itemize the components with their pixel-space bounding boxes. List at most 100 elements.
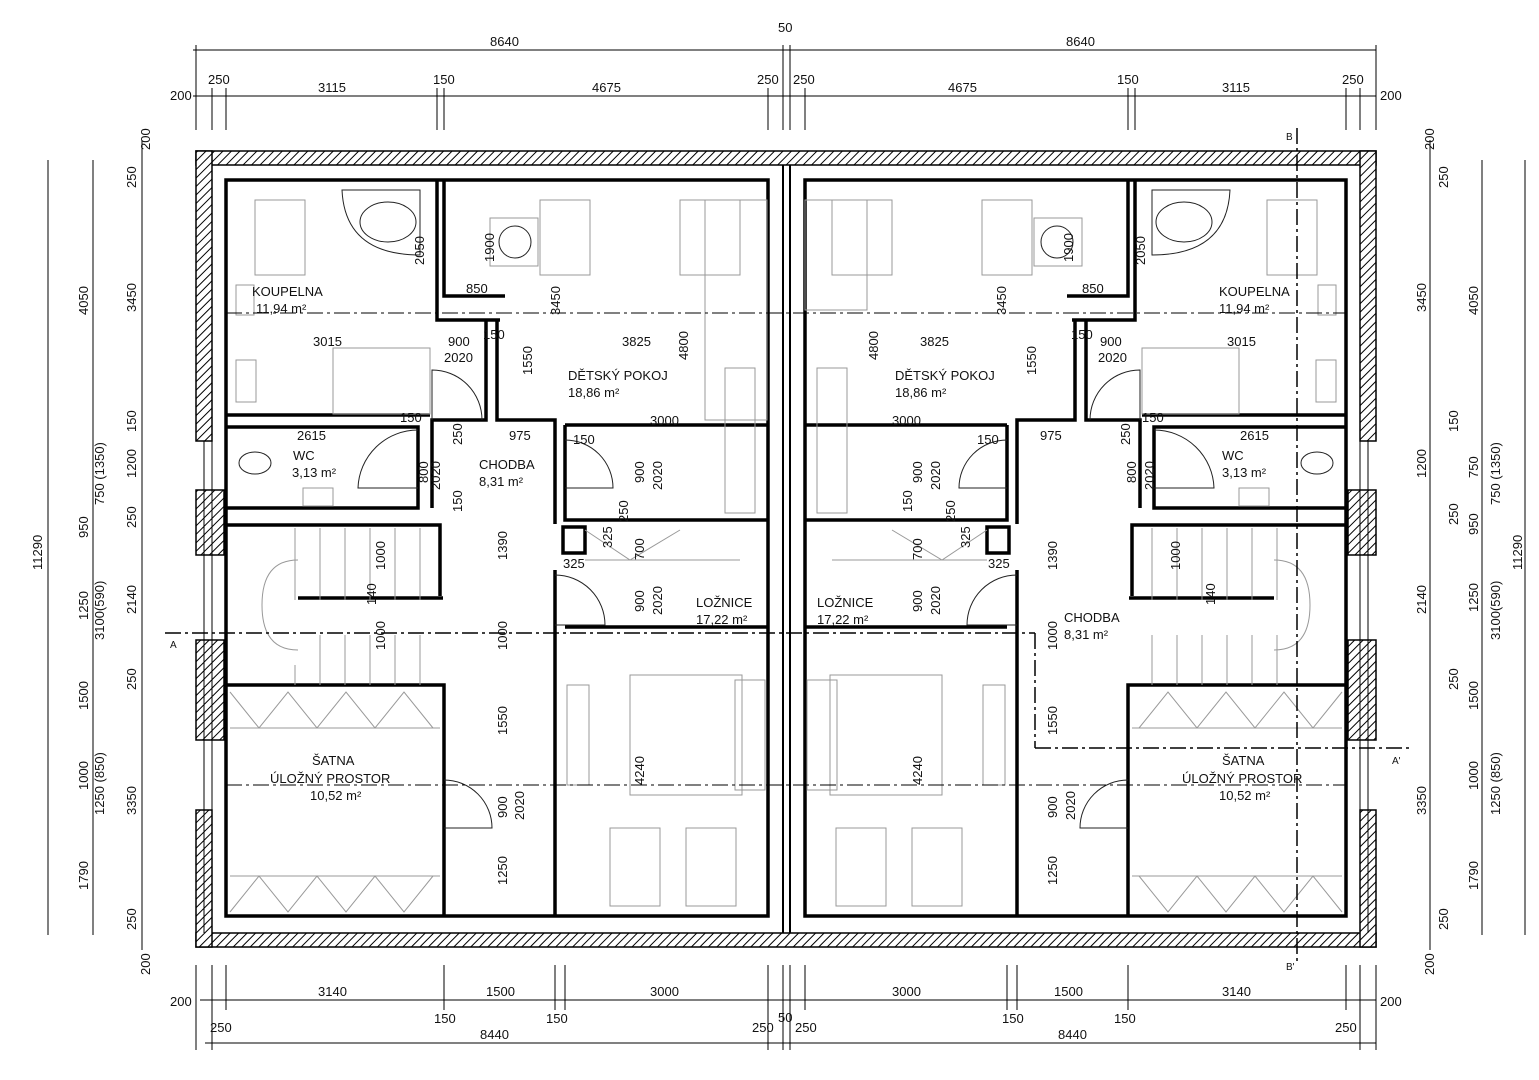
room-labels: KOUPELNA 11,94 m² KOUPELNA 11,94 m² DĚTS… <box>252 284 1302 803</box>
room-name: CHODBA <box>1064 610 1120 625</box>
bottom-dimensions: 200 3140 1500 3000 3000 1500 3140 200 25… <box>170 984 1402 1042</box>
dim-right-total: 11290 <box>1510 535 1525 570</box>
dim-left-outer: 750 (1350) <box>92 442 107 505</box>
dim-int: 250 <box>616 500 631 522</box>
room-name: DĚTSKÝ POKOJ <box>568 368 668 383</box>
dim-int: 1390 <box>1045 541 1060 570</box>
dim-int: 900 <box>910 590 925 612</box>
dim-left-outer: 4050 <box>76 286 91 315</box>
dim-bottom-seg: 150 <box>1114 1011 1136 1026</box>
section-b-label: B <box>1286 132 1293 143</box>
room-name: KOUPELNA <box>1219 284 1290 299</box>
dim-int: 325 <box>600 526 615 548</box>
dim-left-total: 11290 <box>30 535 45 570</box>
dim-int: 2020 <box>1142 461 1157 490</box>
dim-bottom-seg: 200 <box>1380 994 1402 1009</box>
dim-int: 900 <box>632 461 647 483</box>
dim-right-inner: 3450 <box>1414 283 1429 312</box>
dim-bottom-seg: 200 <box>170 994 192 1009</box>
dim-int: 4240 <box>632 756 647 785</box>
room-area: 11,94 m² <box>1219 301 1270 316</box>
dim-left-inner: 250 <box>124 668 139 690</box>
dim-left-inner: 200 <box>138 953 153 975</box>
dim-int: 1900 <box>1061 233 1076 262</box>
dim-int: 800 <box>1124 461 1139 483</box>
dim-int: 2020 <box>428 461 443 490</box>
dim-left-outer: 1250 (850) <box>92 752 107 815</box>
room-area: 8,31 m² <box>479 474 524 489</box>
dim-int: 800 <box>416 461 431 483</box>
dim-right-inner: 150 <box>1446 410 1461 432</box>
dim-right-inner: 200 <box>1422 953 1437 975</box>
dim-right-inner: 250 <box>1446 668 1461 690</box>
dim-bottom-seg: 3140 <box>318 984 347 999</box>
dim-int: 250 <box>943 500 958 522</box>
dim-bottom-seg: 150 <box>546 1011 568 1026</box>
dim-bottom-seg: 1500 <box>486 984 515 999</box>
dim-int: 150 <box>1142 410 1164 425</box>
dim-int: 900 <box>1100 334 1122 349</box>
room-area: 17,22 m² <box>817 612 869 627</box>
dim-right-outer: 1250 (850) <box>1488 752 1503 815</box>
dim-int: 3000 <box>892 413 921 428</box>
dim-right-outer: 750 <box>1466 456 1481 478</box>
dim-top-seg: 250 <box>1342 72 1364 87</box>
dim-left-outer: 1000 <box>76 761 91 790</box>
dim-bottom-total-left: 8440 <box>480 1027 509 1042</box>
dim-int: 150 <box>450 490 465 512</box>
dim-int: 1000 <box>1045 621 1060 650</box>
dim-int: 700 <box>632 538 647 560</box>
dim-left-inner: 3350 <box>124 786 139 815</box>
dim-int: 1250 <box>495 856 510 885</box>
dim-int: 2050 <box>1133 236 1148 265</box>
dim-right-inner: 250 <box>1436 166 1451 188</box>
dim-int: 150 <box>573 432 595 447</box>
dim-right-outer: 1000 <box>1466 761 1481 790</box>
dim-right-inner: 2140 <box>1414 585 1429 614</box>
dim-int: 4800 <box>866 331 881 360</box>
dim-int: 1550 <box>1024 346 1039 375</box>
dim-left-inner: 250 <box>124 506 139 528</box>
dim-int: 150 <box>900 490 915 512</box>
dim-left-inner: 950 <box>76 516 91 538</box>
dim-int: 2020 <box>512 791 527 820</box>
left-dimensions: 11290 4050 750 (1350) 1250 3100(590) 150… <box>30 128 153 975</box>
room-name: LOŽNICE <box>817 595 874 610</box>
dim-int: 2020 <box>1098 350 1127 365</box>
dim-int: 250 <box>450 423 465 445</box>
dim-right-outer: 1500 <box>1466 681 1481 710</box>
dim-left-inner: 250 <box>124 166 139 188</box>
interior-dimensions-right: 3450 3825 4800 1550 2020 900 150 3015 20… <box>866 233 1269 885</box>
dim-right-inner: 250 <box>1436 908 1451 930</box>
dim-int: 4240 <box>910 756 925 785</box>
dim-right-outer: 1790 <box>1466 861 1481 890</box>
dim-left-outer: 1500 <box>76 681 91 710</box>
dim-int: 4800 <box>676 331 691 360</box>
dim-bottom-total-right: 8440 <box>1058 1027 1087 1042</box>
top-dimensions: 8640 50 8640 200 250 3115 150 4675 250 2… <box>170 20 1402 103</box>
dim-top-seg: 250 <box>757 72 779 87</box>
dim-top-total-right: 8640 <box>1066 34 1095 49</box>
dim-right-inner: 3350 <box>1414 786 1429 815</box>
room-name: WC <box>1222 448 1244 463</box>
dim-bottom-seg: 250 <box>795 1020 817 1035</box>
dim-int: 900 <box>632 590 647 612</box>
dim-top-seg: 4675 <box>948 80 977 95</box>
room-area: 3,13 m² <box>292 465 337 480</box>
dim-top-seg: 3115 <box>318 80 346 95</box>
dim-left-outer: 1790 <box>76 861 91 890</box>
dim-right-outer: 4050 <box>1466 286 1481 315</box>
fixtures-right <box>804 189 1343 913</box>
dim-int: 150 <box>977 432 999 447</box>
dim-int: 900 <box>910 461 925 483</box>
section-b-prime-label: B' <box>1286 962 1295 973</box>
doors <box>357 369 1215 829</box>
dim-int: 150 <box>1071 327 1093 342</box>
dim-right-outer: 1250 <box>1466 583 1481 612</box>
dim-int: 1250 <box>1045 856 1060 885</box>
dim-int: 325 <box>988 556 1010 571</box>
dim-int: 900 <box>448 334 470 349</box>
dim-int: 2615 <box>297 428 326 443</box>
dim-top-seg: 200 <box>170 88 192 103</box>
